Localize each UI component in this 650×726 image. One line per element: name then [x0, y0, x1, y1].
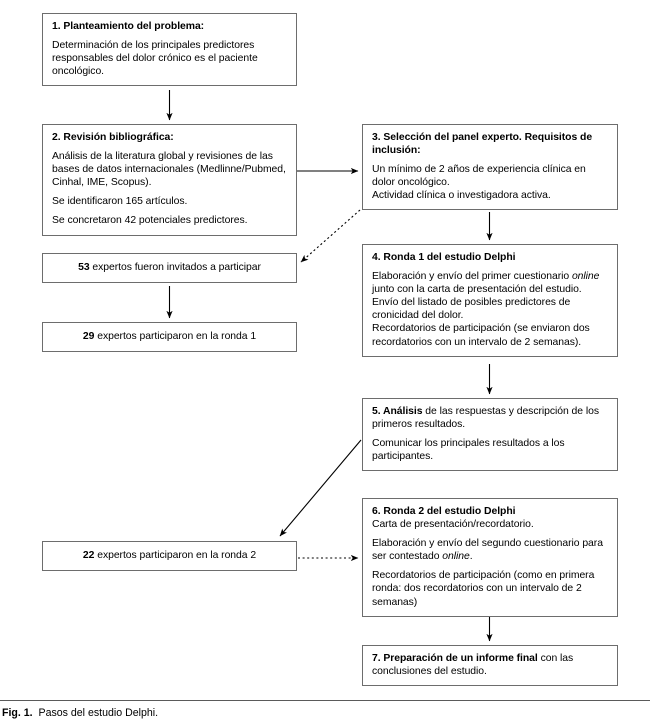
figure-label: Fig. 1. — [2, 707, 33, 719]
node-preparacion-informe-final[interactable]: 7. Preparación de un informe final con l… — [362, 645, 618, 687]
text-segment: Elaboración y envío del primer cuestiona… — [372, 271, 572, 283]
node-expertos-ronda-2[interactable]: 22 expertos participaron en la ronda 2 — [42, 541, 297, 572]
node-body-line: Actividad clínica o investigadora activa… — [372, 190, 551, 202]
node-body-line: Elaboración y envío del primer cuestiona… — [372, 270, 608, 296]
node-body-line: Se identificaron 165 artículos. — [52, 196, 188, 208]
node-expertos-ronda-1[interactable]: 29 expertos participaron en la ronda 1 — [42, 322, 297, 353]
node-revision-bibliografica[interactable]: 2. Revisión bibliográfica: Análisis de l… — [42, 124, 297, 236]
node-ronda-1-estudio-delphi[interactable]: 4. Ronda 1 del estudio Delphi Elaboració… — [362, 244, 618, 357]
caption-divider — [0, 700, 650, 702]
node-body-line: Un mínimo de 2 años de experiencia clíni… — [372, 164, 586, 189]
node-heading-label: 5. Análisis — [372, 406, 423, 417]
node-heading: 4. Ronda 1 del estudio Delphi — [372, 252, 516, 263]
node-body-line: Envío del listado de posibles predictore… — [372, 297, 571, 322]
node-expertos-invitados[interactable]: 53 expertos fueron invitados a participa… — [42, 253, 297, 284]
count-text: expertos participaron en la ronda 2 — [94, 550, 257, 561]
node-body-line: Carta de presentación/recordatorio. — [372, 519, 534, 531]
count-line: 29 expertos participaron en la ronda 1 — [52, 330, 287, 343]
node-body-line: Se concretaron 42 potenciales predictore… — [52, 215, 248, 227]
node-body-line: Elaboración y envío del segundo cuestion… — [372, 537, 608, 563]
text-segment: . — [469, 551, 473, 563]
count-number: 53 — [78, 262, 90, 273]
node-heading: 5. Análisis de las respuestas y descripc… — [372, 405, 608, 431]
text-segment: de las respuestas y descripción de los p… — [372, 406, 599, 431]
node-seleccion-panel-experto[interactable]: 3. Selección del panel experto. Requisit… — [362, 124, 618, 211]
node-heading: 1. Planteamiento del problema: — [52, 21, 205, 32]
node-heading: 2. Revisión bibliográfica: — [52, 132, 174, 143]
count-text: expertos fueron invitados a participar — [89, 262, 261, 273]
count-line: 53 expertos fueron invitados a participa… — [52, 261, 287, 274]
text-segment: junto con la carta de presentación del e… — [372, 284, 582, 296]
text-emphasis-online: online — [571, 271, 600, 283]
node-body-line: Recordatorios de participación (se envia… — [372, 323, 590, 348]
count-number: 22 — [82, 550, 95, 561]
node-body-line: Recordatorios de participación (como en … — [372, 570, 595, 608]
node-heading-label: 7. Preparación de un informe final — [372, 653, 538, 664]
text-emphasis-online: online — [442, 551, 470, 563]
node-analisis-respuestas[interactable]: 5. Análisis de las respuestas y descripc… — [362, 398, 618, 472]
arrow-box5-to-expertos-ronda2 — [279, 439, 362, 537]
count-number: 29 — [82, 331, 95, 342]
node-heading: 7. Preparación de un informe final con l… — [372, 652, 608, 678]
node-body-line: Análisis de la literatura global y revis… — [52, 151, 286, 189]
text-segment: con las conclusiones del estudio. — [372, 653, 574, 678]
text-segment: Elaboración y envío del segundo cuestion… — [372, 538, 603, 563]
figure-caption-text: Pasos del estudio Delphi. — [38, 707, 159, 719]
node-heading: 6. Ronda 2 del estudio Delphi — [372, 506, 516, 517]
node-body-line: Determinación de los principales predict… — [52, 40, 258, 78]
node-planteamiento-del-problema[interactable]: 1. Planteamiento del problema: Determina… — [42, 13, 297, 87]
node-heading: 3. Selección del panel experto. Requisit… — [372, 132, 593, 157]
figure-caption: Fig. 1. Pasos del estudio Delphi. — [2, 707, 158, 720]
node-body-line: Comunicar los principales resultados a l… — [372, 438, 565, 463]
arrow-box3-to-expertos-invitados — [300, 209, 361, 263]
count-line: 22 expertos participaron en la ronda 2 — [52, 549, 287, 562]
count-text: expertos participaron en la ronda 1 — [94, 331, 257, 342]
node-ronda-2-estudio-delphi[interactable]: 6. Ronda 2 del estudio Delphi Carta de p… — [362, 498, 618, 617]
